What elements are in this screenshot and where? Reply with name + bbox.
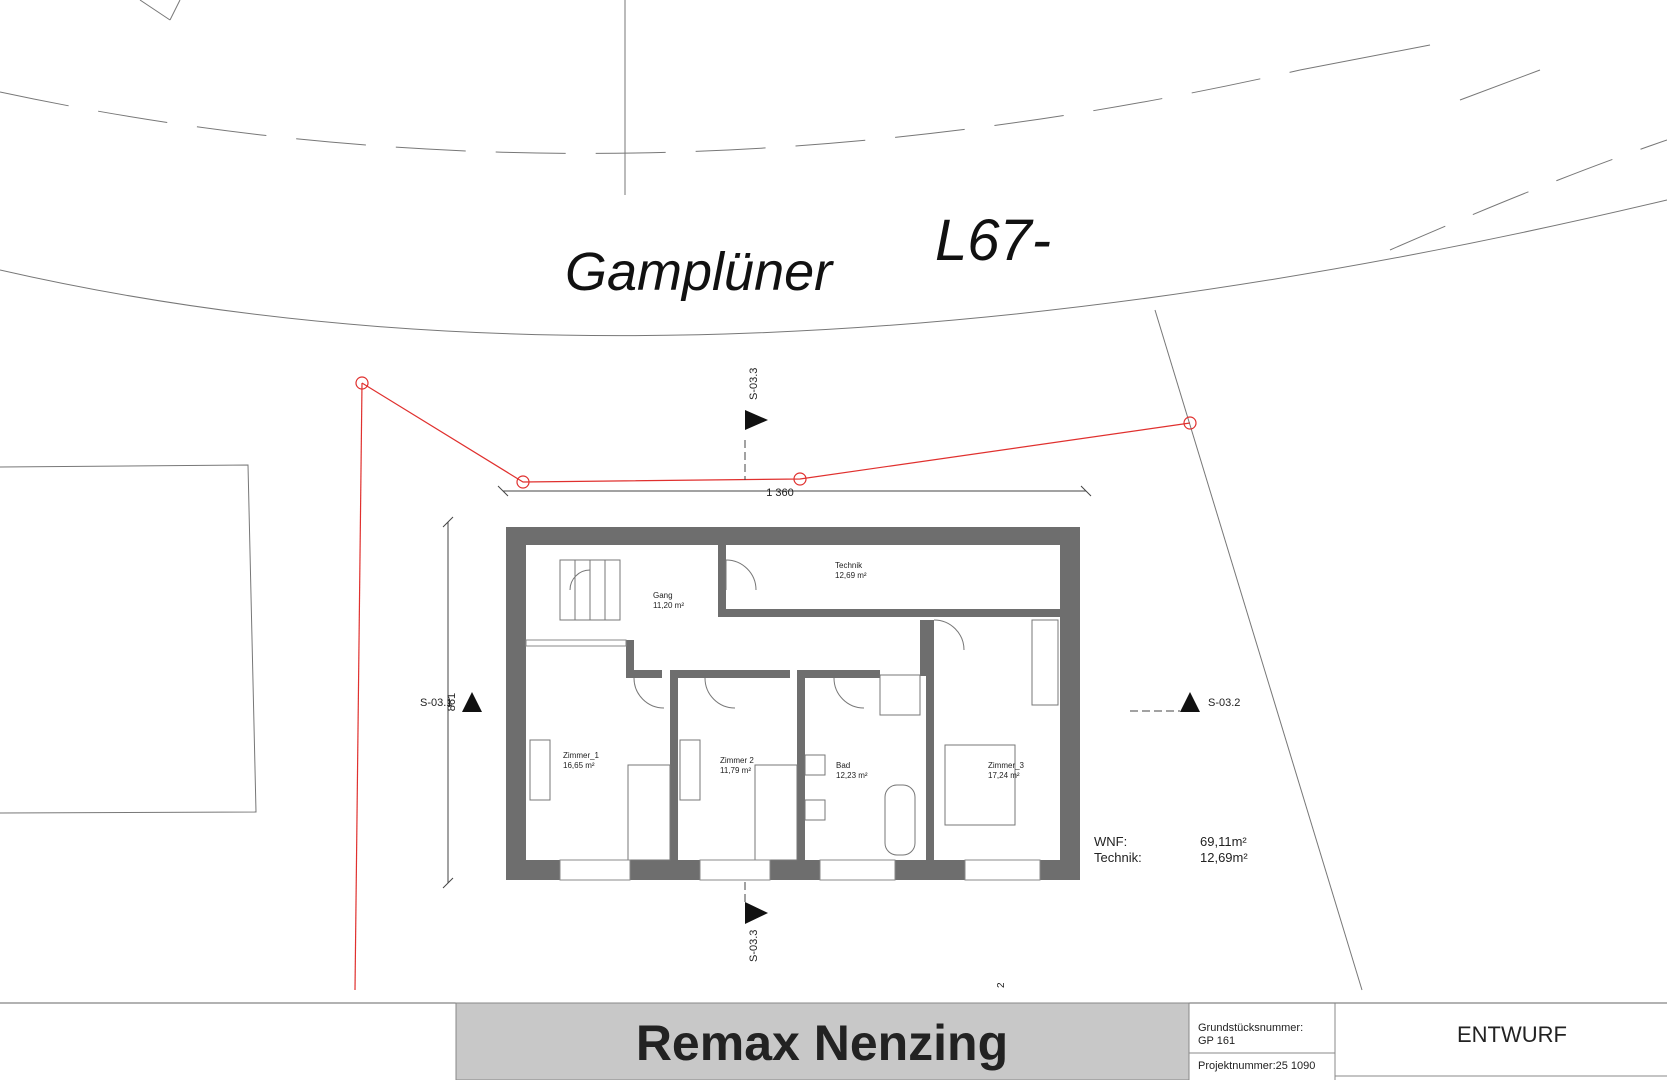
fixtures — [529, 559, 1059, 861]
room-name: Gang — [653, 591, 673, 600]
title-block — [0, 1002, 1667, 1080]
dimension-height: 861 — [446, 693, 458, 711]
section-label-left: S-03.1 — [420, 697, 452, 709]
status-badge: ENTWURF — [1457, 1022, 1567, 1047]
site-context — [0, 0, 1667, 991]
room-area: 12,69 m² — [835, 571, 867, 580]
section-label-bottom: S-03.3 — [748, 930, 760, 962]
room-labels: Gang 11,20 m² Technik 12,69 m² Zimmer_1 … — [563, 561, 1025, 780]
section-label-top: S-03.3 — [748, 368, 760, 400]
room-area: 11,79 m² — [720, 766, 751, 775]
wnf-value: 69,11m² — [1200, 834, 1247, 849]
room-area: 11,20 m² — [653, 601, 684, 610]
parcel-label: Grundstücksnummer: — [1198, 1022, 1303, 1034]
street-name: Gamplüner — [565, 242, 834, 302]
project-number: Projektnummer:25 1090 — [1198, 1060, 1315, 1072]
road-number: L67- — [935, 208, 1051, 273]
room-name: Zimmer 2 — [720, 756, 754, 765]
room-name: Technik — [835, 561, 863, 570]
dimension-lines — [442, 485, 1092, 889]
room-area: 12,23 m² — [836, 771, 868, 780]
area-summary: WNF: 69,11m² Technik: 12,69m² — [1094, 834, 1248, 865]
technik-value: 12,69m² — [1200, 850, 1248, 865]
room-name: Zimmer_1 — [563, 751, 600, 760]
building-walls — [506, 527, 1080, 880]
parcel-value: GP 161 — [1198, 1035, 1235, 1047]
project-title: Remax Nenzing — [636, 1015, 1008, 1071]
wnf-label: WNF: — [1094, 834, 1127, 849]
room-area: 17,24 m² — [988, 771, 1020, 780]
technik-label: Technik: — [1094, 850, 1142, 865]
page-number: 2 — [996, 982, 1007, 988]
windows — [559, 859, 1041, 881]
section-markers — [462, 410, 1200, 924]
section-label-right: S-03.2 — [1208, 697, 1240, 709]
property-boundary — [354, 376, 1197, 991]
dimension-width: 1 360 — [766, 487, 794, 499]
room-name: Zimmer_3 — [988, 761, 1025, 770]
room-area: 16,65 m² — [563, 761, 595, 770]
room-name: Bad — [836, 761, 850, 770]
